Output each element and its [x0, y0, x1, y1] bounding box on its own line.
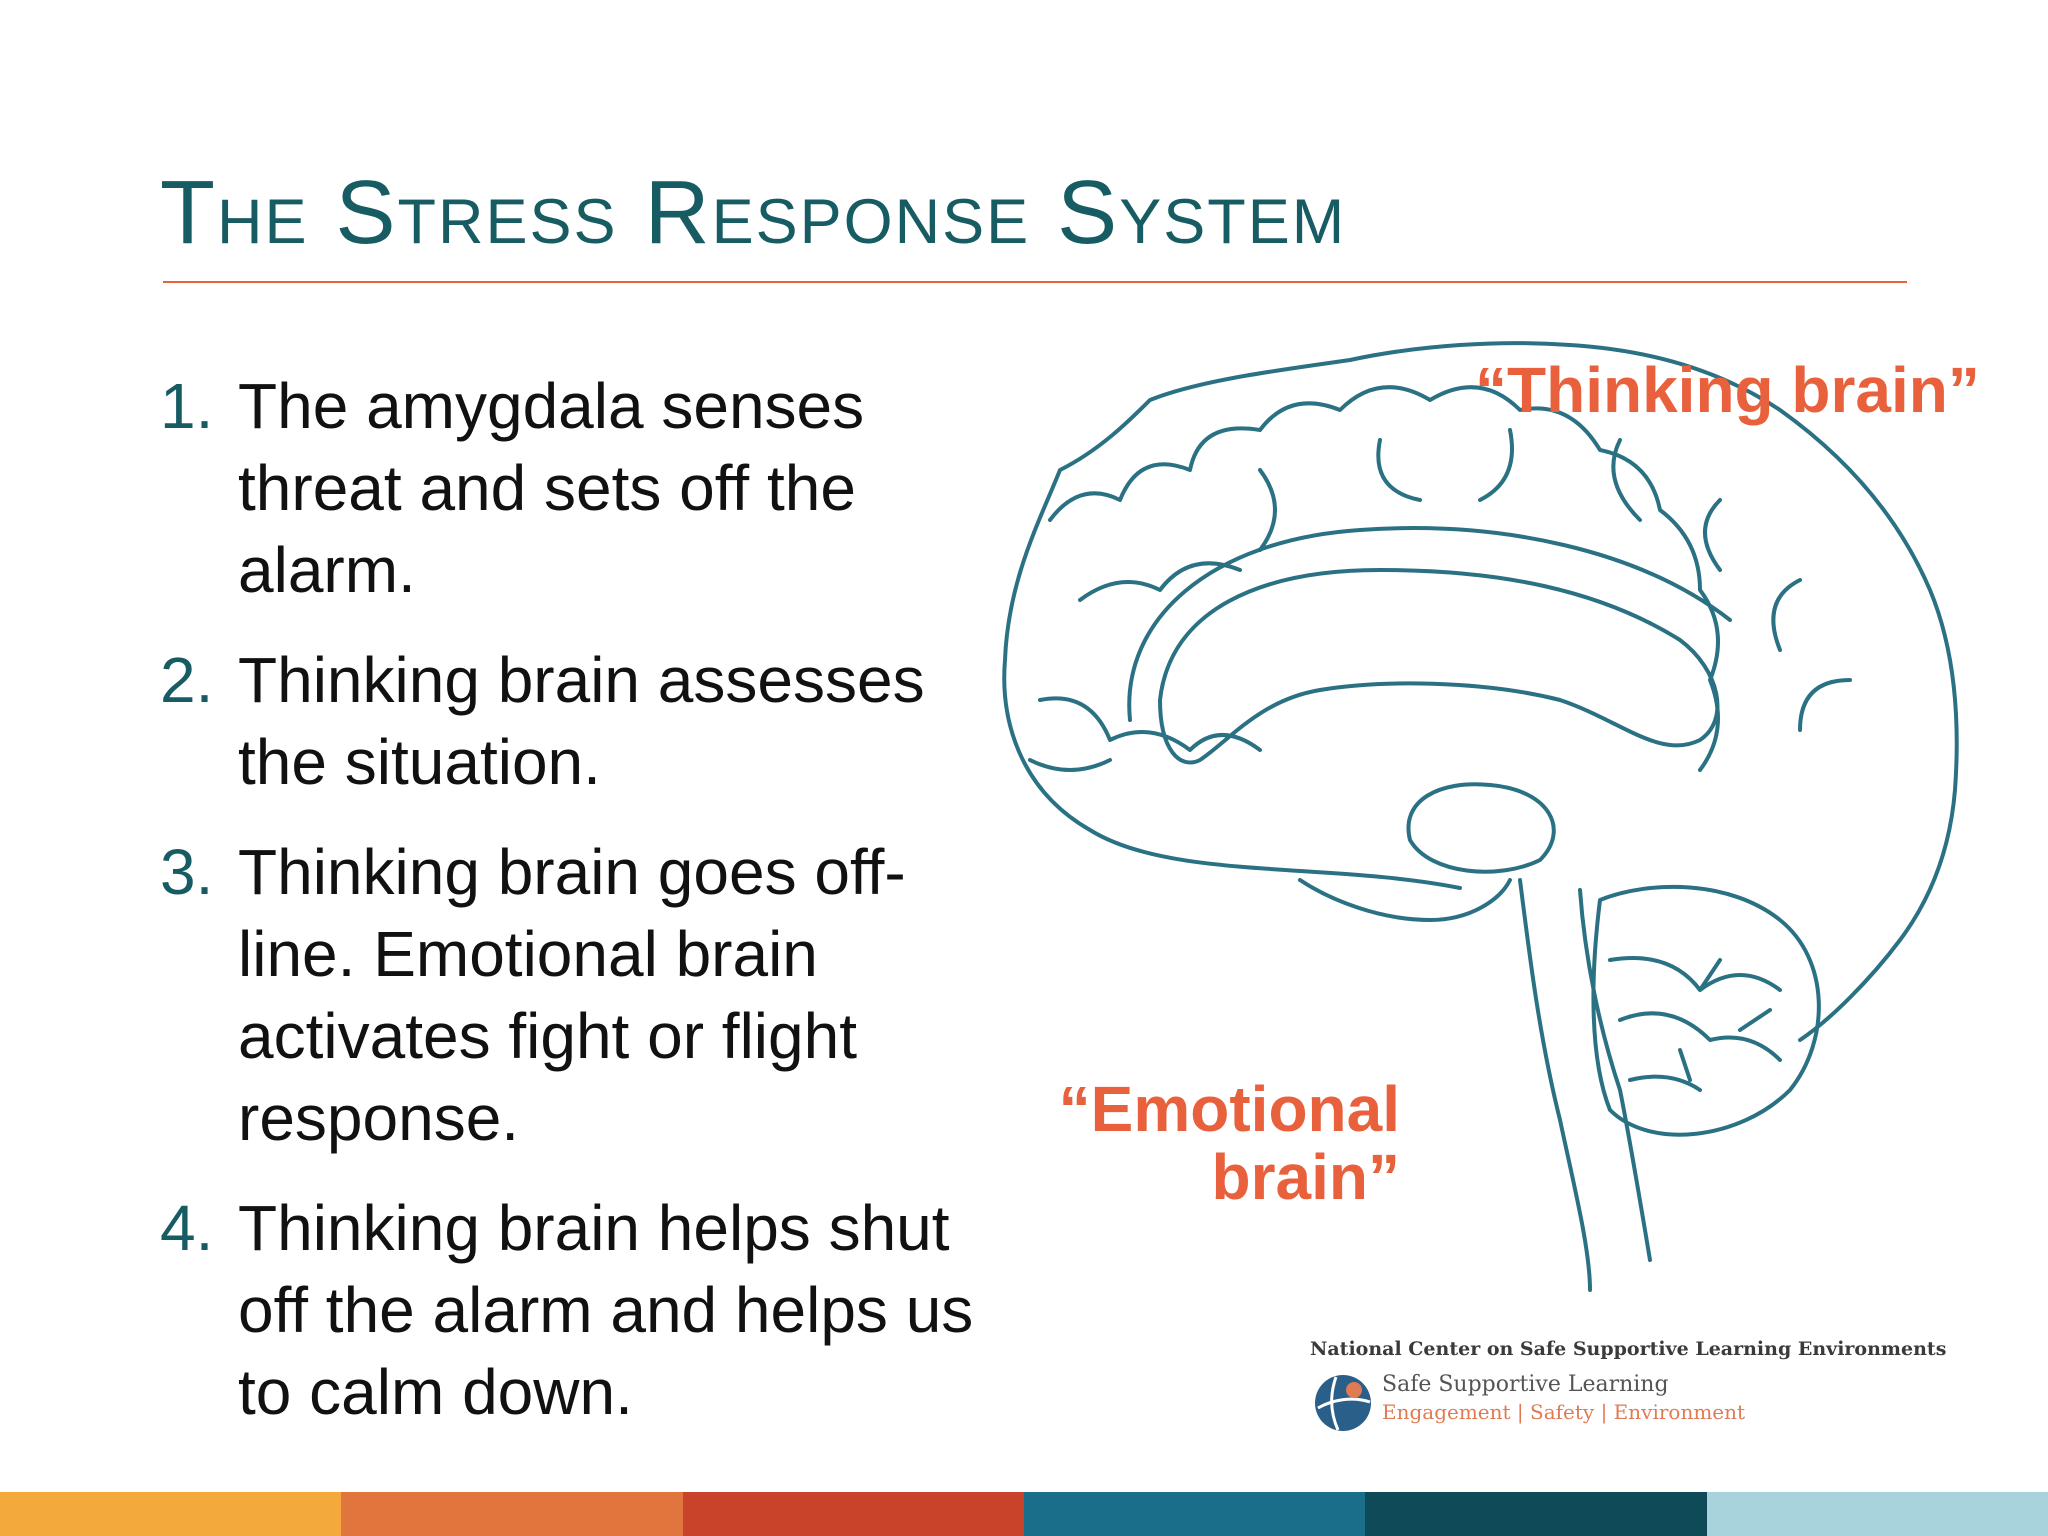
organization-logo: National Center on Safe Supportive Learn…: [1310, 1338, 1946, 1438]
cerebellum-branches: [1608, 956, 1782, 1092]
step-number: 1.: [160, 370, 214, 442]
logo-organization: National Center on Safe Supportive Learn…: [1310, 1338, 1947, 1360]
step-item-3: 3. Thinking brain goes off-line. Emotion…: [160, 831, 1000, 1159]
limbic-curve: [1298, 878, 1512, 922]
logo-name: Safe Supportive Learning: [1382, 1372, 1669, 1397]
gyri-top: [1048, 385, 1720, 772]
step-item-2: 2. Thinking brain assesses the situation…: [160, 639, 1000, 803]
brain-stem: [1518, 878, 1652, 1292]
slide-title: The Stress Response System: [160, 163, 1347, 263]
cerebellum: [1591, 884, 1821, 1137]
step-number: 3.: [160, 836, 214, 908]
step-text: Thinking brain helps shut off the alarm …: [238, 1192, 974, 1428]
step-number: 4.: [160, 1192, 214, 1264]
footer-color-segment: [1706, 1492, 2048, 1536]
footer-color-segment: [1365, 1492, 1707, 1536]
gyri-inner: [1078, 428, 1852, 732]
step-item-4: 4. Thinking brain helps shut off the ala…: [160, 1187, 1000, 1433]
thinking-brain-label: “Thinking brain”: [1475, 354, 1980, 426]
steps-list: 1. The amygdala senses threat and sets o…: [160, 365, 1000, 1461]
footer-color-segment: [682, 1492, 1024, 1536]
footer-color-bar: [0, 1492, 2048, 1536]
cingulate: [1127, 526, 1732, 722]
gyri-lower: [1028, 696, 1262, 772]
brain-diagram: [990, 300, 2048, 1350]
thalamus: [1406, 782, 1556, 874]
corpus-callosum: [1158, 568, 1720, 765]
emotional-brain-label: “Emotional brain”: [1058, 1073, 1400, 1213]
footer-color-segment: [0, 1492, 342, 1536]
step-item-1: 1. The amygdala senses threat and sets o…: [160, 365, 1000, 611]
footer-color-segment: [341, 1492, 683, 1536]
step-text: Thinking brain goes off-line. Emotional …: [238, 836, 906, 1154]
step-text: The amygdala senses threat and sets off …: [238, 370, 865, 606]
brain-illustration: [1002, 341, 1959, 1292]
cerebrum-outline: [1002, 341, 1959, 1042]
logo-tagline: Engagement | Safety | Environment: [1382, 1400, 1746, 1424]
footer-color-segment: [1023, 1492, 1366, 1536]
step-number: 2.: [160, 644, 214, 716]
globe-icon: [1315, 1375, 1371, 1431]
title-divider: [163, 281, 1907, 283]
step-text: Thinking brain assesses the situation.: [238, 644, 925, 798]
